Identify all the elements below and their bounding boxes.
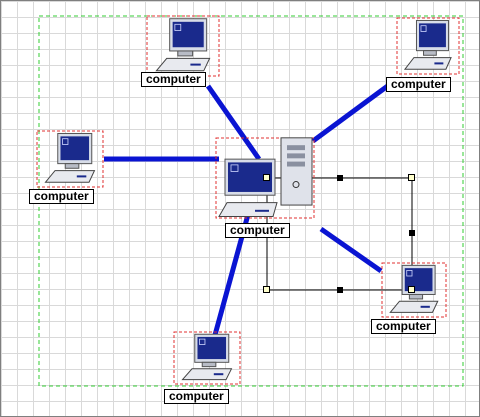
node-label-left[interactable]: computer (29, 189, 94, 204)
computer-node-center[interactable] (215, 137, 315, 219)
connection-line-top-right[interactable] (311, 82, 391, 144)
node-label-bottom[interactable]: computer (164, 389, 229, 404)
desktop-computer-icon (173, 331, 241, 385)
edge-bend-handle[interactable] (408, 174, 415, 181)
edge-midpoint-handle[interactable] (337, 175, 343, 181)
connection-line-right[interactable] (319, 226, 383, 274)
node-label-top-right[interactable]: computer (386, 77, 451, 92)
desktop-computer-with-tower-icon (215, 137, 315, 219)
desktop-computer-icon (146, 15, 220, 77)
node-label-right[interactable]: computer (371, 319, 436, 334)
desktop-computer-icon (36, 130, 104, 188)
edge-bend-handle[interactable] (408, 286, 415, 293)
computer-node-top[interactable] (146, 15, 220, 77)
computer-node-right[interactable] (381, 262, 447, 318)
edge-midpoint-handle[interactable] (337, 287, 343, 293)
edge-bend-handle[interactable] (263, 174, 270, 181)
computer-node-bottom[interactable] (173, 331, 241, 385)
connection-line-top[interactable] (205, 84, 262, 161)
node-label-top[interactable]: computer (141, 72, 206, 87)
computer-node-left[interactable] (36, 130, 104, 188)
computer-node-top-right[interactable] (396, 17, 460, 75)
edge-midpoint-handle[interactable] (409, 230, 415, 236)
edge-bend-handle[interactable] (263, 286, 270, 293)
node-label-center[interactable]: computer (225, 223, 290, 238)
desktop-computer-icon (396, 17, 460, 75)
desktop-computer-icon (381, 262, 447, 318)
